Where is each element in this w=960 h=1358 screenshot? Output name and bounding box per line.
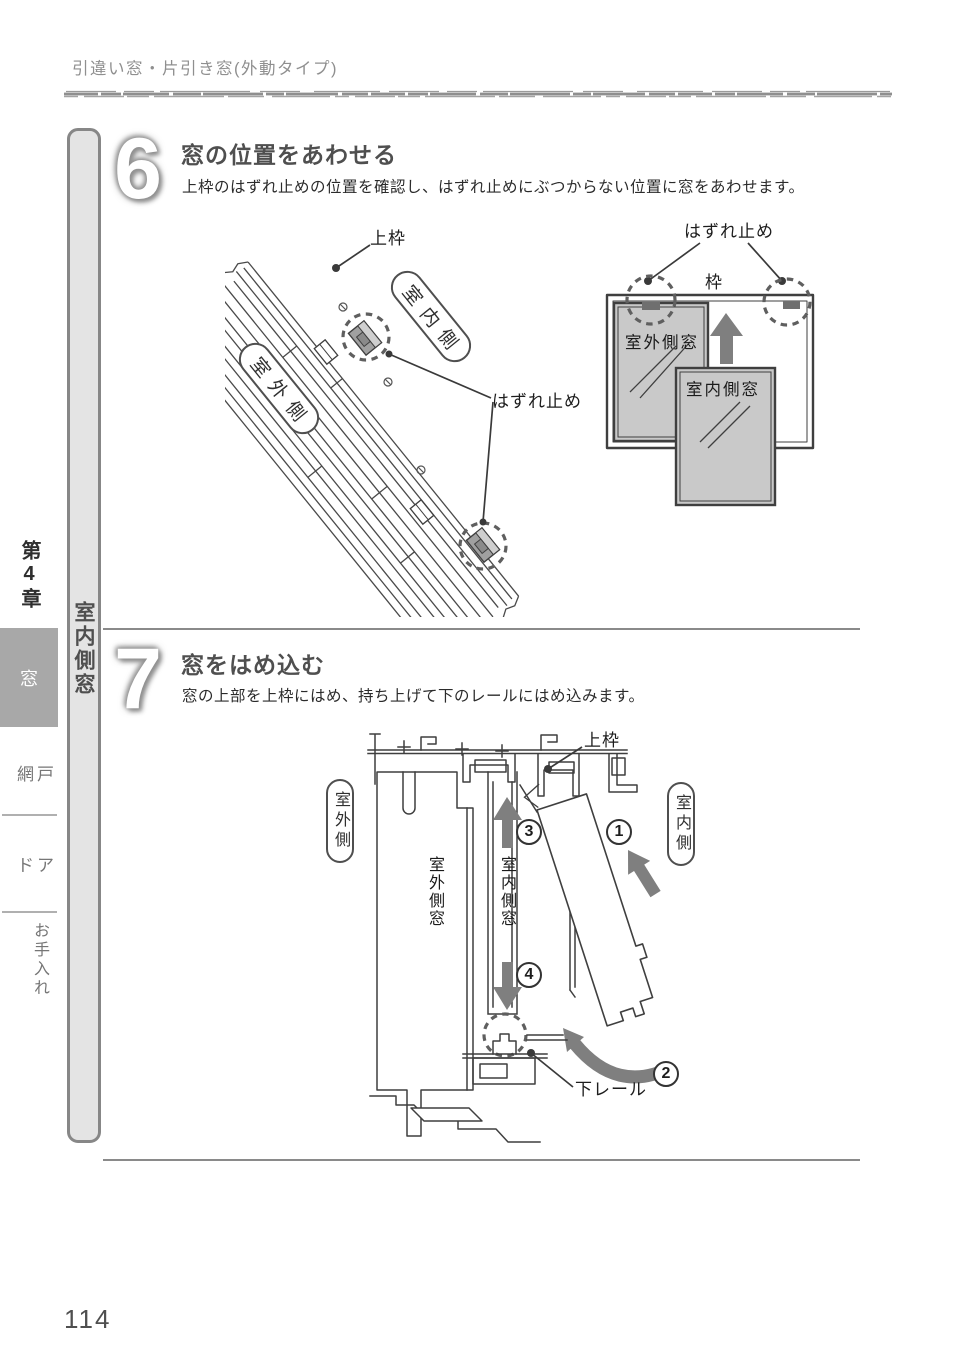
step6-description: 上枠のはずれ止めの位置を確認し、はずれ止めにぶつからない位置に窓をあわせます。 bbox=[182, 179, 805, 196]
stopper-highlight-circle bbox=[341, 312, 391, 362]
stopper-highlight-circle bbox=[625, 274, 677, 326]
stopper-clip-icon bbox=[347, 319, 383, 357]
step6-title: 窓の位置をあわせる bbox=[181, 142, 397, 168]
sidebar-item-window-label: 窓 bbox=[20, 668, 38, 689]
glass-glare-lines bbox=[699, 401, 751, 449]
sidebar-divider bbox=[2, 814, 57, 816]
leader-line bbox=[647, 242, 783, 282]
glass-glare-lines bbox=[629, 341, 691, 399]
label-outdoor-window-section: 室外側窓 bbox=[426, 856, 443, 928]
section-bar-label: 室内側窓 bbox=[72, 601, 95, 697]
label-top-frame-section: 上枠 bbox=[584, 731, 620, 750]
step-mark-2: 2 bbox=[653, 1061, 679, 1087]
leader-dot bbox=[544, 765, 552, 773]
label-indoor-window: 室内側窓 bbox=[686, 381, 760, 399]
tilted-window-section bbox=[523, 783, 654, 1027]
diagonal-arrow-icon bbox=[628, 850, 661, 898]
step6-number: 6 bbox=[114, 121, 162, 217]
stopper-highlight-circle bbox=[762, 277, 812, 327]
up-arrow-icon bbox=[493, 797, 522, 848]
section-divider bbox=[103, 628, 860, 630]
sidebar-item-door: ドア bbox=[17, 856, 57, 875]
section-bar: 室内側窓 bbox=[67, 128, 101, 1143]
step7-section-diagram bbox=[367, 733, 675, 1143]
roller-clip-icon bbox=[409, 498, 435, 526]
step7-number: 7 bbox=[114, 631, 162, 727]
label-top-frame-iso: 上枠 bbox=[370, 229, 406, 248]
sidebar-divider bbox=[2, 911, 57, 913]
leader-line bbox=[547, 746, 583, 770]
stopper-clip-icon bbox=[465, 526, 501, 564]
roller-clip-icon bbox=[313, 338, 339, 366]
sidebar-item-screen: 網戸 bbox=[17, 765, 57, 784]
label-stopper-front: はずれ止め bbox=[684, 222, 774, 241]
indoor-window-panel bbox=[674, 366, 777, 507]
leader-line bbox=[388, 353, 494, 523]
step7-description: 窓の上部を上枠にはめ、持ち上げて下のレールにはめ込みます。 bbox=[182, 688, 645, 705]
decorative-rule bbox=[64, 90, 892, 98]
top-frame-rails-iso bbox=[225, 261, 520, 617]
page-header-title: 引違い窓・片引き窓(外動タイプ) bbox=[72, 60, 338, 78]
leader-dot bbox=[644, 277, 652, 285]
label-bottom-rail: 下レール bbox=[575, 1080, 647, 1099]
screw-icons bbox=[338, 302, 426, 475]
section-divider bbox=[103, 1159, 860, 1161]
sidebar-item-window: 窓 bbox=[0, 628, 58, 727]
down-arrow-icon bbox=[493, 962, 522, 1010]
top-frame-section bbox=[367, 733, 638, 797]
label-outdoor-window: 室外側窓 bbox=[625, 334, 699, 352]
step6-iso-diagram bbox=[225, 244, 520, 617]
leader-line bbox=[335, 244, 371, 269]
page-number: 114 bbox=[64, 1304, 112, 1334]
step-mark-3: 3 bbox=[516, 819, 542, 845]
stopper-mark bbox=[642, 302, 660, 310]
bottom-rail-section bbox=[369, 1033, 568, 1143]
leader-dot bbox=[527, 1049, 535, 1057]
rotate-arrow-head bbox=[563, 1028, 584, 1052]
pill-outdoor-side-section: 室外側 bbox=[326, 779, 354, 863]
pill-indoor-side-section: 室内側 bbox=[667, 782, 695, 866]
leader-line bbox=[530, 1052, 574, 1088]
stopper-highlight-circle bbox=[458, 521, 508, 571]
sidebar-item-care: お手入れ bbox=[31, 922, 48, 998]
rail-highlight-circle bbox=[482, 1012, 528, 1058]
leader-dot bbox=[385, 350, 393, 358]
label-frame: 枠 bbox=[705, 273, 723, 292]
step6-front-diagram bbox=[605, 242, 815, 507]
step-mark-1: 1 bbox=[606, 819, 632, 845]
outdoor-window-section bbox=[376, 771, 474, 1137]
sidebar-chapter: 第4章 bbox=[18, 540, 40, 611]
step-mark-4: 4 bbox=[516, 962, 542, 988]
step7-title: 窓をはめ込む bbox=[181, 652, 325, 678]
leader-dot bbox=[332, 264, 340, 272]
label-stopper-iso: はずれ止め bbox=[492, 392, 582, 411]
stopper-mark bbox=[783, 301, 800, 309]
up-arrow-icon bbox=[710, 313, 743, 364]
leader-dot bbox=[479, 518, 487, 526]
label-indoor-window-section: 室内側窓 bbox=[498, 856, 515, 928]
